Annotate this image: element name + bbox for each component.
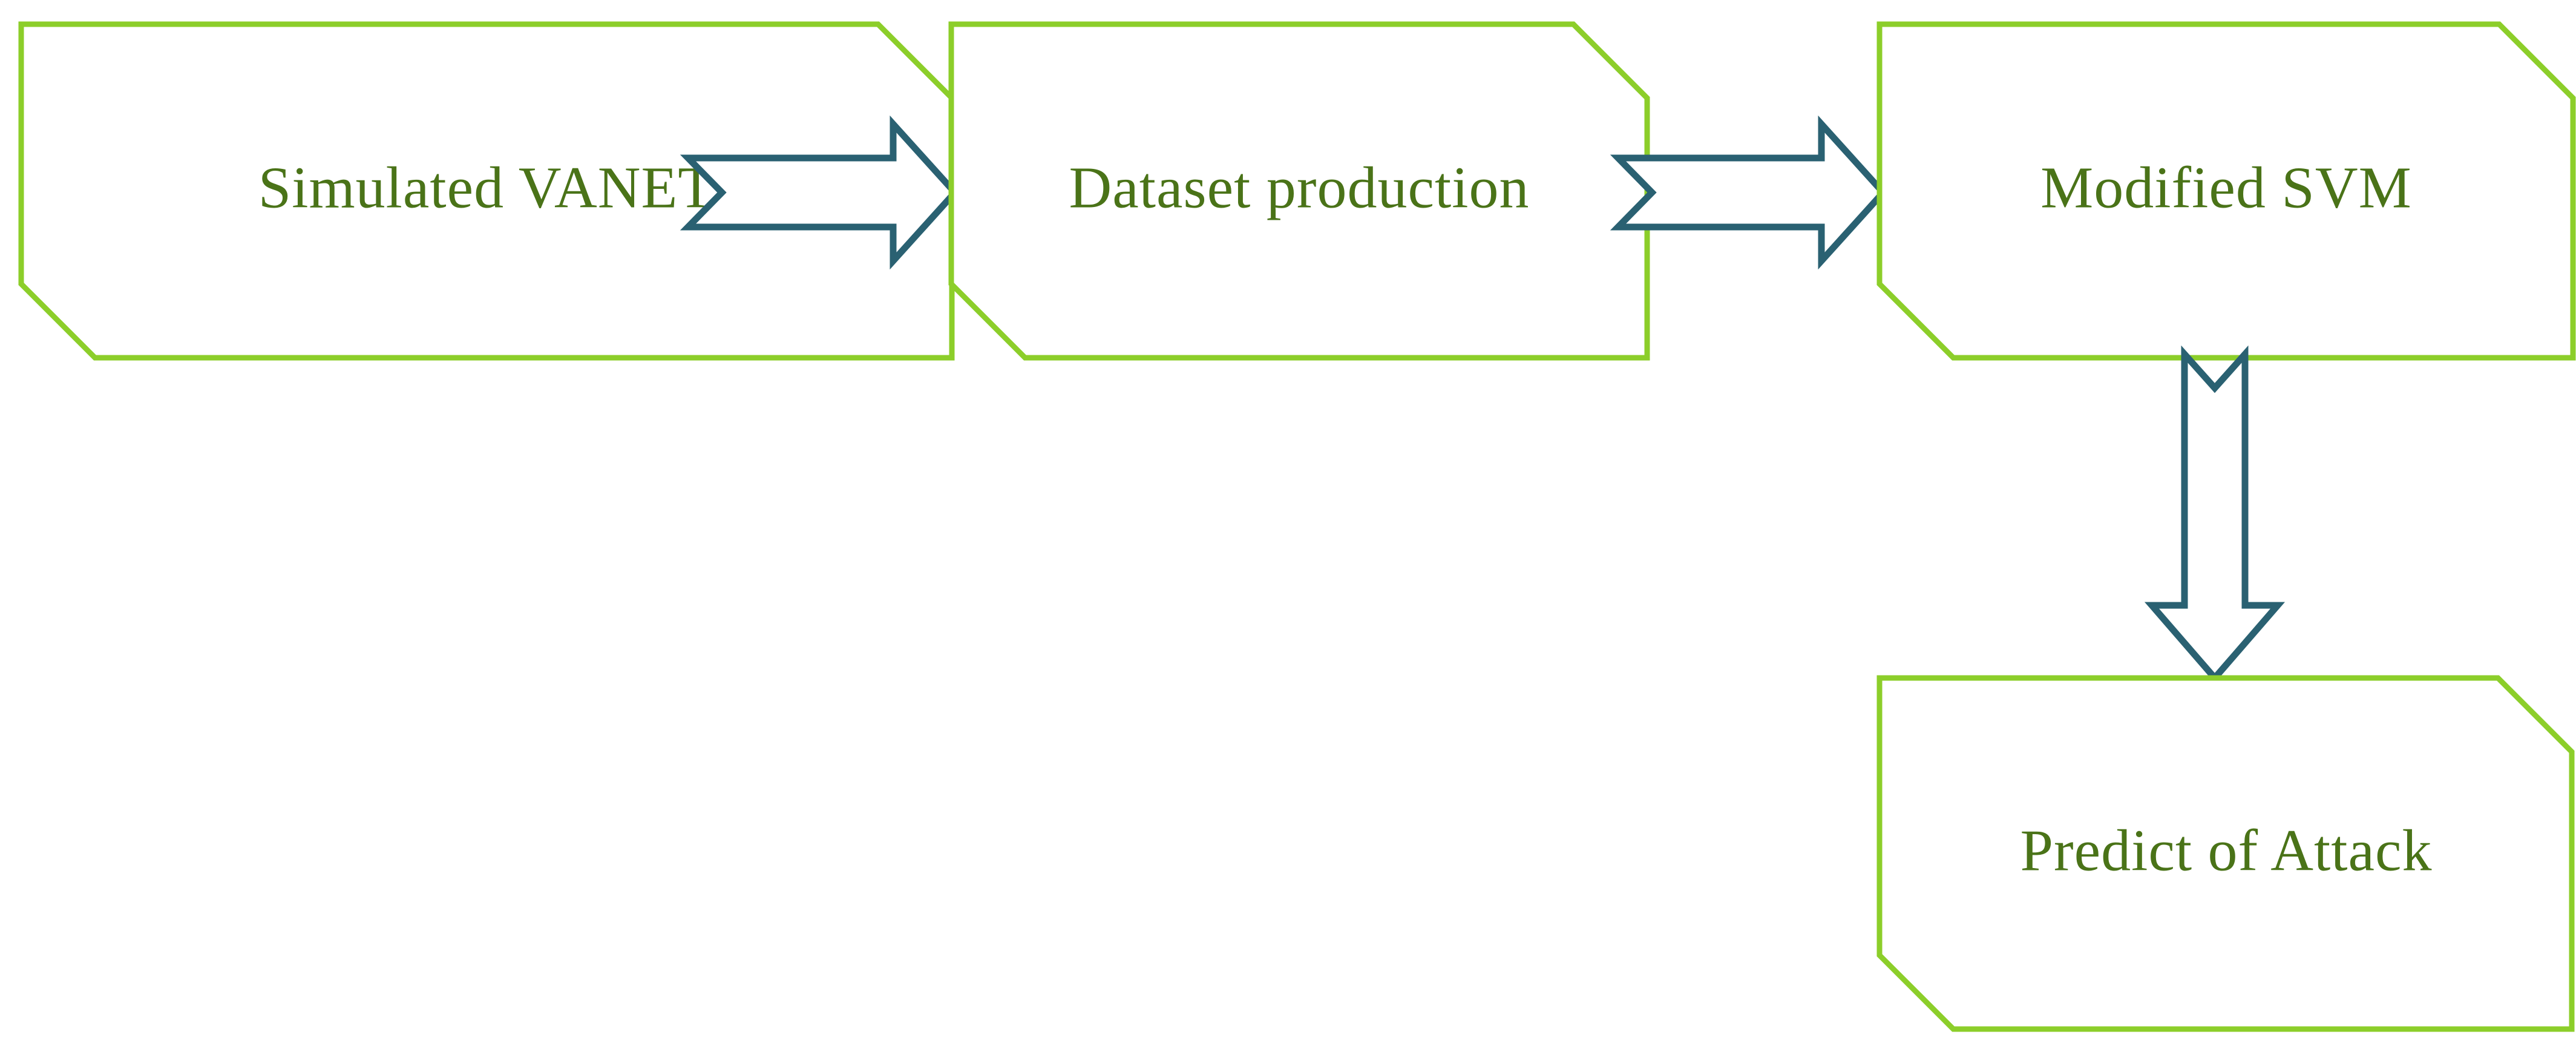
arrow-dataset-to-svm-shape[interactable] (1610, 115, 1888, 270)
node-predict-of-attack-label: Predict of Attack (2020, 818, 2432, 883)
node-simulated-vanet[interactable]: Simulated VANET (18, 21, 955, 361)
node-predict-of-attack-shape[interactable] (1876, 675, 2575, 1032)
node-simulated-vanet-label: Simulated VANET (258, 155, 715, 220)
node-modified-svm-label: Modified SVM (2040, 155, 2412, 220)
arrow-svm-to-predict[interactable] (2144, 345, 2286, 683)
arrow-vanet-to-dataset-shape[interactable] (680, 115, 960, 270)
node-modified-svm[interactable]: Modified SVM (1876, 21, 2576, 361)
node-dataset-production-shape[interactable] (948, 21, 1650, 361)
arrow-dataset-to-svm[interactable] (1610, 115, 1888, 270)
arrow-svm-to-predict-shape[interactable] (2144, 345, 2286, 683)
node-modified-svm-shape[interactable] (1876, 21, 2576, 361)
node-predict-of-attack[interactable]: Predict of Attack (1876, 675, 2575, 1032)
node-dataset-production[interactable]: Dataset production (948, 21, 1650, 361)
node-dataset-production-label: Dataset production (1069, 155, 1530, 220)
node-simulated-vanet-shape[interactable] (18, 21, 955, 361)
arrow-vanet-to-dataset[interactable] (680, 115, 960, 270)
